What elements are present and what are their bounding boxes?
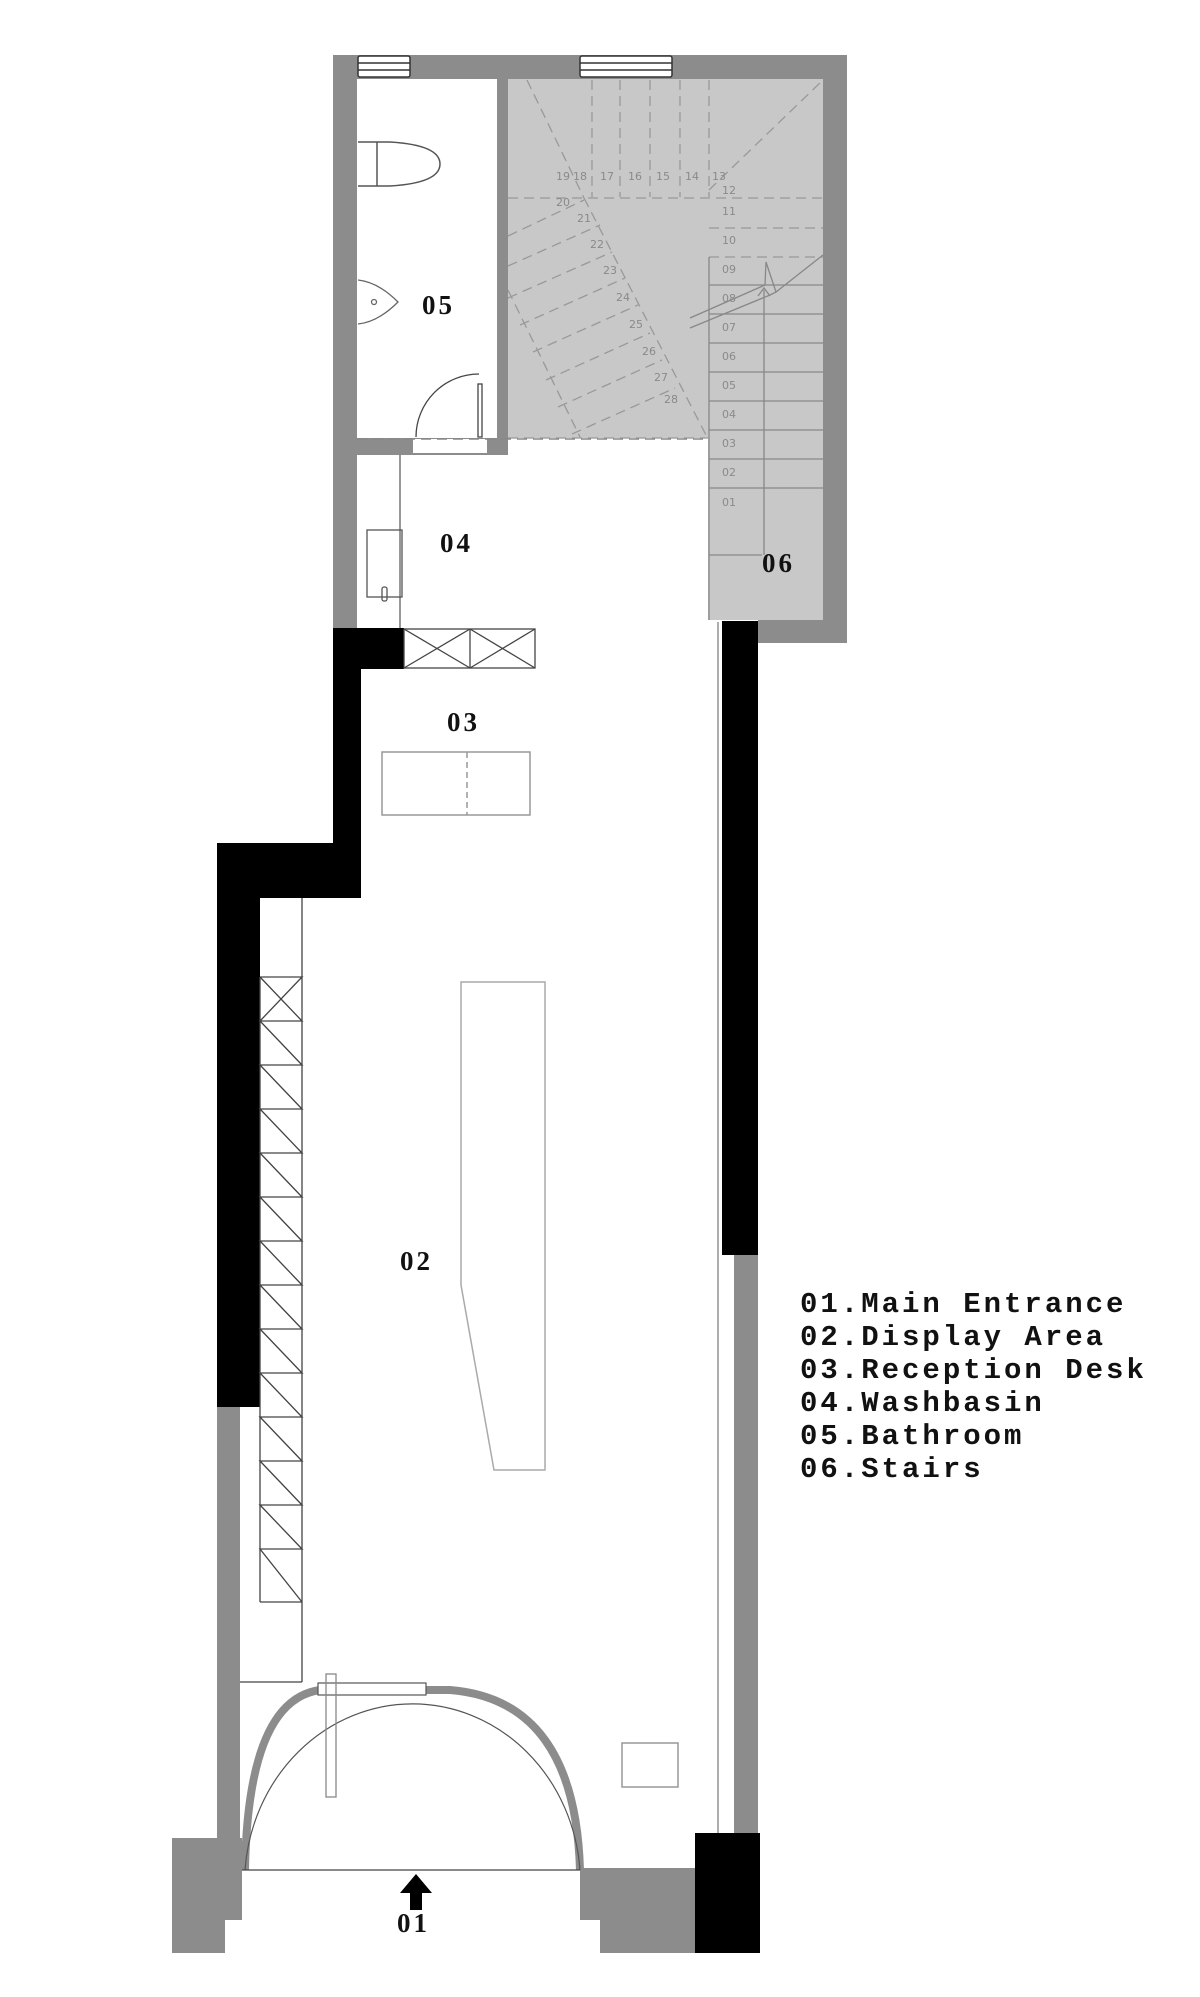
lower-walls (172, 1255, 758, 1953)
svg-text:27: 27 (654, 371, 668, 384)
legend-item-washbasin: 04.Washbasin (800, 1387, 1045, 1420)
svg-text:09: 09 (722, 263, 736, 276)
svg-text:25: 25 (629, 318, 643, 331)
display-table (460, 981, 546, 1471)
svg-text:16: 16 (628, 170, 642, 183)
legend: 01.Main Entrance 02.Display Area 03.Rece… (800, 1288, 1147, 1486)
svg-text:05: 05 (722, 379, 736, 392)
urinal-icon (357, 279, 399, 325)
window-bathroom (357, 55, 411, 78)
svg-text:07: 07 (722, 321, 736, 334)
label-main-entrance: 01 (397, 1908, 430, 1938)
svg-text:20: 20 (556, 196, 570, 209)
svg-text:18: 18 (573, 170, 587, 183)
washbasin-area: 04 (366, 455, 473, 628)
svg-text:24: 24 (616, 291, 630, 304)
storage-cabinet (403, 628, 536, 669)
legend-item-bathroom: 05.Bathroom (800, 1420, 1025, 1453)
window-stairs (579, 55, 673, 78)
svg-text:06: 06 (722, 350, 736, 363)
toilet-icon (358, 141, 441, 187)
svg-text:15: 15 (656, 170, 670, 183)
svg-text:01: 01 (722, 496, 736, 509)
svg-text:14: 14 (685, 170, 699, 183)
legend-item-reception-desk: 03.Reception Desk (800, 1354, 1147, 1387)
svg-text:17: 17 (600, 170, 614, 183)
label-bathroom: 05 (422, 290, 455, 320)
svg-text:04: 04 (722, 408, 736, 421)
stairs-area: 19 18 17 16 15 14 13 12 11 10 09 08 07 0… (507, 79, 824, 620)
svg-text:12: 12 (722, 184, 736, 197)
entrance-arch (241, 1673, 584, 1871)
svg-text:13: 13 (712, 170, 726, 183)
legend-item-main-entrance: 01.Main Entrance (800, 1288, 1127, 1321)
label-stairs: 06 (762, 548, 795, 578)
label-display-area: 02 (400, 1246, 433, 1276)
up-arrow-icon (400, 1874, 432, 1910)
small-stand (621, 1742, 679, 1788)
svg-text:23: 23 (603, 264, 617, 277)
svg-text:08: 08 (722, 292, 736, 305)
legend-item-stairs: 06.Stairs (800, 1453, 984, 1486)
label-reception-desk: 03 (447, 707, 480, 737)
svg-text:03: 03 (722, 437, 736, 450)
svg-text:19: 19 (556, 170, 570, 183)
label-washbasin: 04 (440, 528, 473, 558)
svg-text:11: 11 (722, 205, 736, 218)
new-walls-black (217, 621, 760, 1953)
bathroom: 05 (357, 79, 708, 455)
shelf-unit (240, 898, 304, 1683)
reception-desk (381, 751, 531, 816)
svg-text:28: 28 (664, 393, 678, 406)
bathroom-door (415, 373, 483, 438)
stair-step-numbers: 19 18 17 16 15 14 13 12 11 10 09 08 07 0… (556, 170, 736, 509)
washbasin-icon (366, 529, 403, 602)
svg-text:02: 02 (722, 466, 736, 479)
svg-text:26: 26 (642, 345, 656, 358)
svg-text:21: 21 (577, 212, 591, 225)
svg-text:10: 10 (722, 234, 736, 247)
svg-text:22: 22 (590, 238, 604, 251)
legend-item-display-area: 02.Display Area (800, 1321, 1107, 1354)
